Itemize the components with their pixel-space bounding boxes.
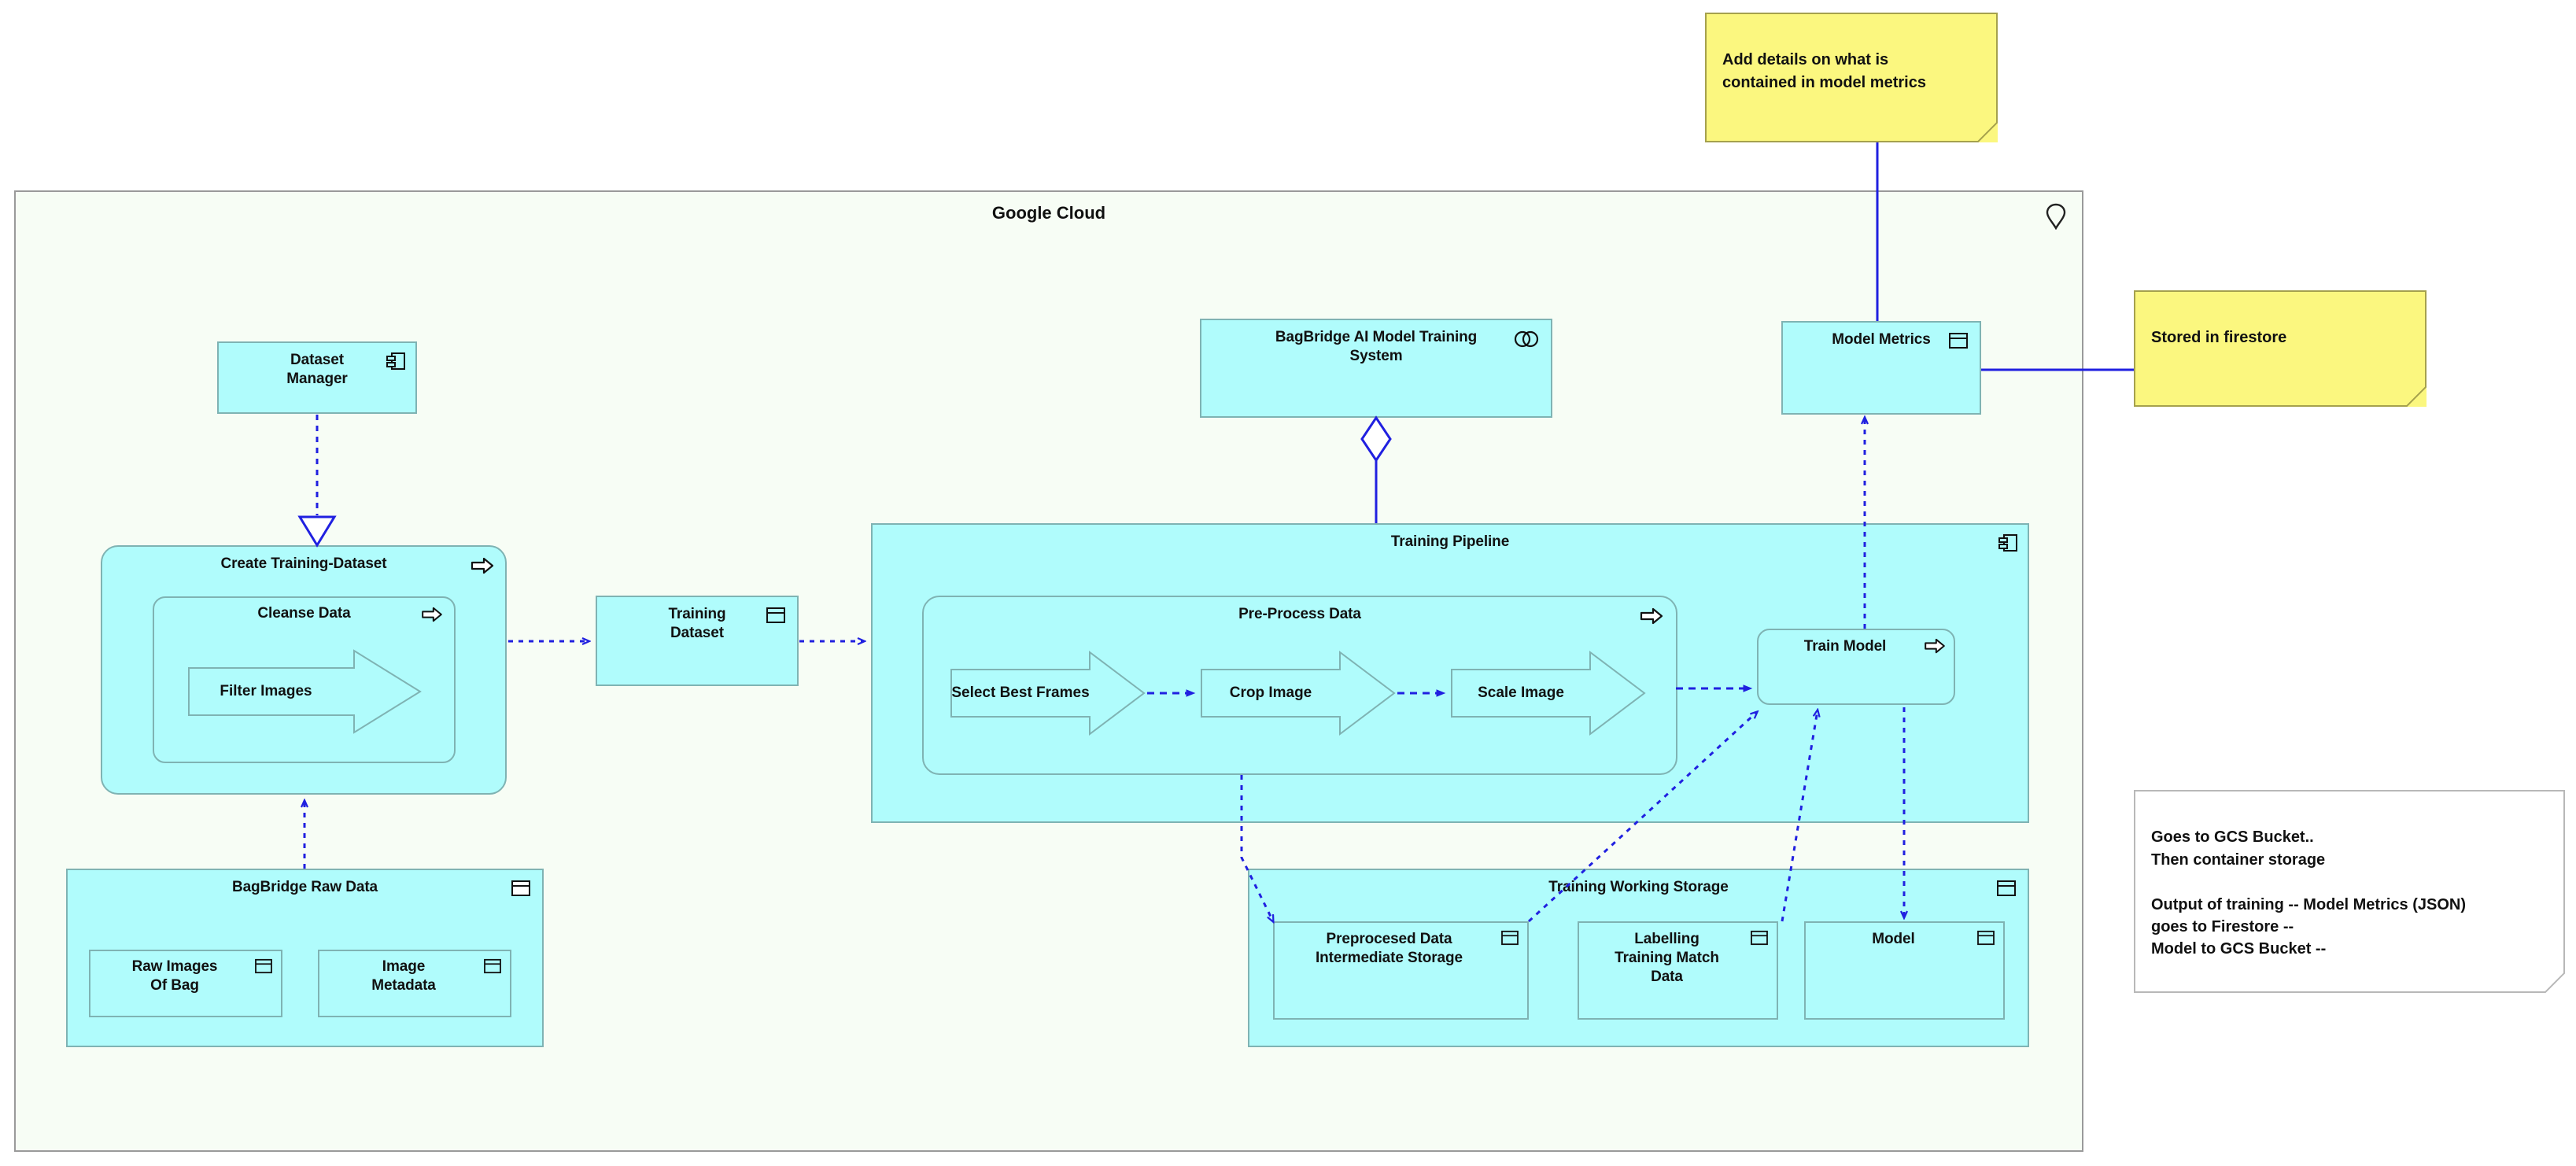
note-model-metrics[interactable]: Add details on what is contained in mode… [1705,13,1998,142]
data-object-icon [1500,930,1519,946]
cleanse-data-label: Cleanse Data [257,605,351,622]
element-train-model[interactable]: Train Model [1757,629,1955,705]
train-model-label: Train Model [1803,638,1887,655]
data-object-icon [766,607,786,624]
labelling-match-data-label: Labelling Training Match Data [1615,931,1719,985]
process-arrow-icon [1640,607,1663,625]
element-filter-images[interactable]: Filter Images [187,648,423,736]
process-arrow-icon [471,557,494,574]
data-object-icon [483,958,502,974]
create-training-dataset-label: Create Training-Dataset [220,555,387,572]
data-object-icon [1948,332,1969,349]
block-arrow-shape [950,650,1146,736]
uml-component-icon [386,351,406,371]
training-dataset-label: Training Dataset [668,606,726,641]
training-pipeline-label: Training Pipeline [1390,533,1510,550]
dataset-manager-label: Dataset Manager [286,352,348,387]
element-raw-images-of-bag[interactable]: Raw Images Of Bag [89,950,282,1017]
raw-images-of-bag-label: Raw Images Of Bag [131,958,218,994]
element-select-best-frames[interactable]: Select Best Frames [950,649,1146,737]
image-metadata-label: Image Metadata [371,958,436,994]
application-collaboration-icon [1513,330,1540,348]
element-labelling-match-data[interactable]: Labelling Training Match Data [1578,921,1778,1020]
element-model[interactable]: Model [1804,921,2005,1020]
data-object-icon [511,880,531,897]
note-storage[interactable]: Goes to GCS Bucket.. Then container stor… [2134,790,2565,993]
note-firestore[interactable]: Stored in firestore [2134,290,2427,407]
note-fold-icon [1977,122,1998,142]
note-storage-text: Goes to GCS Bucket.. Then container stor… [2151,828,2466,958]
note-fold-icon [2406,386,2427,407]
google-cloud-label: Google Cloud [991,203,1106,223]
preprocessed-storage-label: Preprocesed Data Intermediate Storage [1316,931,1463,966]
pre-process-data-label: Pre-Process Data [1238,606,1361,622]
training-working-storage-label: Training Working Storage [1548,879,1729,895]
process-arrow-icon [1924,638,1946,654]
element-dataset-manager[interactable]: Dataset Manager [217,341,417,414]
element-preprocessed-storage[interactable]: Preprocesed Data Intermediate Storage [1273,921,1529,1020]
data-object-icon [1976,930,1995,946]
element-scale-image[interactable]: Scale Image [1450,649,1647,737]
model-label: Model [1872,931,1915,947]
data-object-icon [254,958,273,974]
element-image-metadata[interactable]: Image Metadata [318,950,511,1017]
bagbridge-raw-data-label: BagBridge Raw Data [231,879,378,895]
element-training-dataset[interactable]: Training Dataset [596,596,799,686]
block-arrow-shape [1451,650,1646,736]
uml-component-icon [1998,533,2018,553]
element-crop-image[interactable]: Crop Image [1200,649,1397,737]
process-arrow-icon [421,607,443,622]
block-arrow-shape [188,649,422,734]
model-metrics-label: Model Metrics [1832,331,1931,348]
element-model-metrics[interactable]: Model Metrics [1781,321,1981,415]
block-arrow-shape [1201,650,1396,736]
element-bagbridge-training-system[interactable]: BagBridge AI Model Training System [1200,319,1552,418]
data-object-icon [1996,880,2017,897]
note-fold-icon [2545,972,2565,993]
note-firestore-text: Stored in firestore [2151,329,2287,347]
note-model-metrics-text: Add details on what is contained in mode… [1722,51,1926,91]
bagbridge-training-system-label: BagBridge AI Model Training System [1275,329,1478,364]
data-object-icon [1750,930,1769,946]
